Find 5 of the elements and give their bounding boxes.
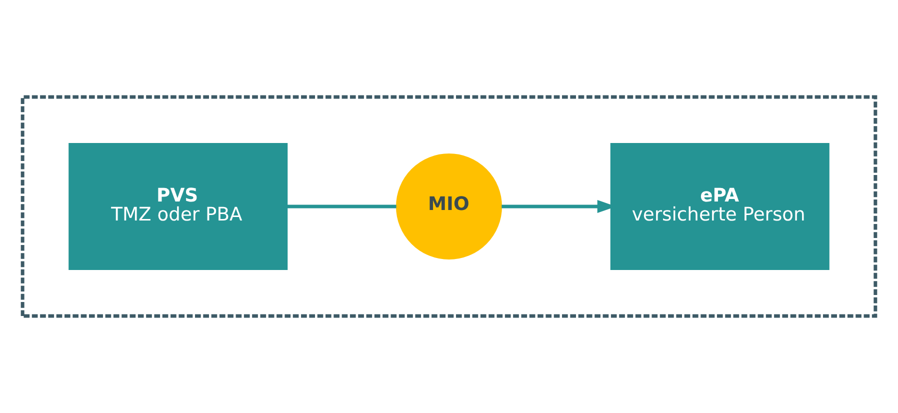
node-box: ePA versicherte Person	[610, 143, 830, 270]
connector	[287, 204, 396, 208]
node-box: PVS TMZ oder PBA	[68, 143, 288, 270]
cluster	[20, 95, 878, 318]
node-circle: MIO	[396, 153, 502, 260]
